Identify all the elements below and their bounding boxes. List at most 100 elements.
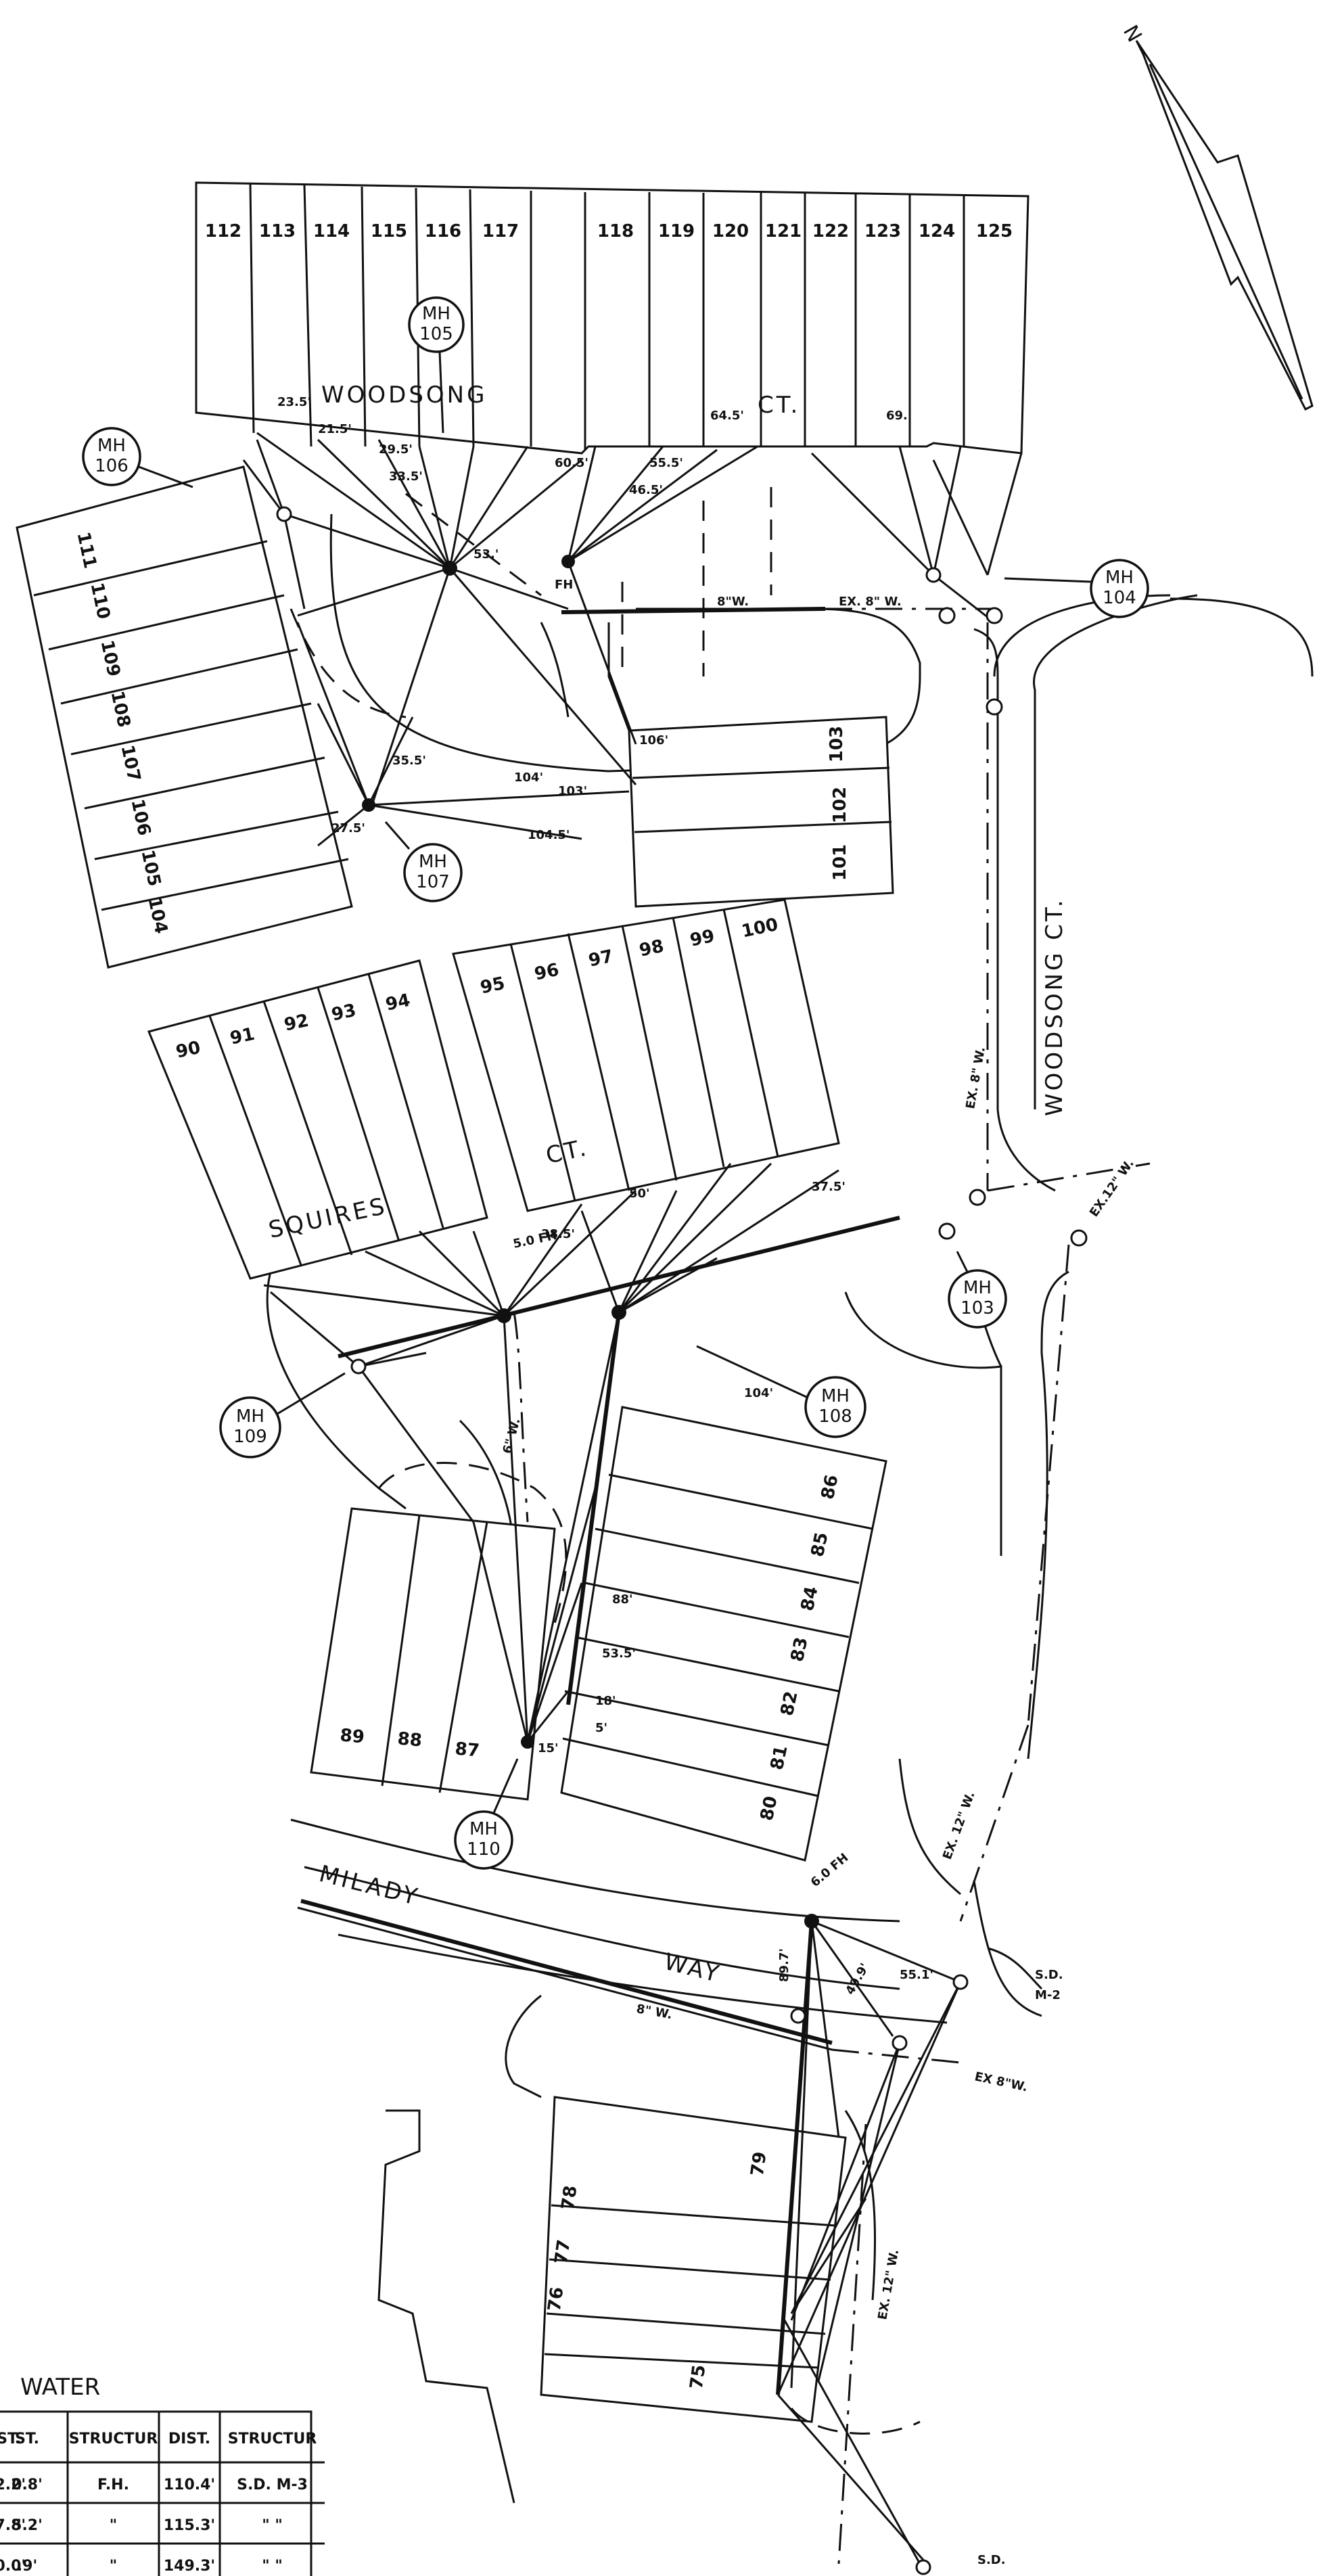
lots-101-103: 103 102 101 bbox=[628, 716, 894, 908]
lot-number: 86 bbox=[818, 1473, 843, 1502]
legend-cell-value: " " bbox=[262, 2558, 283, 2575]
manhole-104: MH 104 bbox=[1004, 559, 1149, 618]
lot-number: 101 bbox=[830, 844, 850, 881]
lot-number: 91 bbox=[229, 1024, 257, 1049]
dim-label: 23.5' bbox=[277, 395, 311, 409]
street-woodsong-side: WOODSONG CT. bbox=[1041, 897, 1068, 1116]
legend-cell-value: " bbox=[110, 2558, 117, 2575]
manhole-105-label-b: 105 bbox=[419, 324, 453, 344]
lot-number: 90 bbox=[175, 1038, 203, 1063]
manholes: MH 104 MH 105 MH 106 MH 107 MH 103 bbox=[82, 296, 1149, 1870]
lot-number: 113 bbox=[259, 221, 296, 242]
pipe-label-sd-m2-b: M-2 bbox=[1035, 1988, 1061, 2002]
legend-cell-value: 152.2' bbox=[0, 2477, 26, 2493]
legend-header: DIST. bbox=[0, 2431, 21, 2447]
dim-label: 55.1' bbox=[900, 1968, 933, 1982]
dim-label: 64.5' bbox=[710, 409, 744, 423]
legend-cell-value: 147.8' bbox=[0, 2517, 26, 2534]
lot-number: 96 bbox=[533, 960, 561, 985]
pipe-label-6w-mid: 6" W. bbox=[501, 1417, 524, 1455]
pipe-label-ex12-side: EX.12" W. bbox=[1087, 1157, 1137, 1220]
lot-number: 98 bbox=[638, 936, 666, 961]
manhole-108: MH 108 bbox=[696, 1345, 866, 1438]
manhole-107-label-b: 107 bbox=[416, 872, 450, 892]
dim-label: 53.5' bbox=[602, 1647, 636, 1661]
legend-cell-value: 0.8' bbox=[11, 2477, 43, 2493]
manhole-106-label-a: MH bbox=[97, 436, 126, 456]
water-legend: WATER ST.STRUCTURDIST.STRUCTURDIST.0.8'F… bbox=[0, 2374, 325, 2576]
dim-label: 29.5' bbox=[379, 442, 413, 457]
dim-label: 33.5' bbox=[389, 469, 423, 484]
manhole-108-label-a: MH bbox=[821, 1386, 850, 1406]
dim-label: 35.5' bbox=[392, 754, 426, 768]
legend-header: ST. bbox=[15, 2431, 39, 2447]
pipe-label-ex8-milady: EX 8"W. bbox=[973, 2069, 1029, 2094]
manhole-110: MH 110 bbox=[454, 1758, 519, 1870]
lot-number: 87 bbox=[454, 1739, 480, 1762]
pipe-label-8w-milady: 8" W. bbox=[635, 2002, 673, 2022]
pipe-label-fh-milady: 6.0 FH bbox=[808, 1851, 852, 1890]
lot-number: 121 bbox=[765, 221, 802, 242]
lot-number: 79 bbox=[747, 2150, 771, 2178]
dim-label: 50' bbox=[629, 1187, 650, 1201]
lot-number: 102 bbox=[830, 787, 850, 823]
water-mains bbox=[290, 487, 1151, 2564]
lot-number: 124 bbox=[919, 221, 955, 242]
lot-number: 115 bbox=[371, 221, 407, 242]
dim-label: 55.5' bbox=[649, 456, 683, 470]
dim-label: 104.5' bbox=[528, 828, 570, 842]
legend-cell-value: 120.0' bbox=[0, 2558, 26, 2575]
dim-label: 15' bbox=[538, 1741, 559, 1755]
lot-number: 78 bbox=[558, 2184, 582, 2211]
legend-cell-value: " " bbox=[262, 2517, 283, 2534]
street-milady: MILADY bbox=[317, 1860, 423, 1911]
network-nodes bbox=[276, 506, 1088, 2575]
lot-number: 116 bbox=[425, 221, 461, 242]
lot-number: 117 bbox=[482, 221, 519, 242]
street-milady-way: WAY bbox=[662, 1948, 724, 1988]
lot-number: 93 bbox=[330, 1001, 358, 1026]
legend-title: WATER bbox=[20, 2374, 100, 2401]
manhole-103-label-a: MH bbox=[963, 1278, 992, 1298]
manhole-103: MH 103 bbox=[948, 1251, 1007, 1329]
dim-label: 103' bbox=[558, 784, 587, 798]
lot-number: 77 bbox=[551, 2238, 575, 2266]
legend-header: STRUCTUR bbox=[69, 2431, 158, 2447]
manhole-104-label-a: MH bbox=[1105, 568, 1134, 588]
lot-number: 95 bbox=[479, 973, 507, 998]
north-arrow-label: N bbox=[1118, 22, 1147, 47]
pipe-label-ex12-bottom: EX. 12" W. bbox=[875, 2249, 902, 2321]
dim-label: 60.5' bbox=[555, 456, 588, 470]
pipe-label-sd-m2-a: S.D. bbox=[1035, 1968, 1063, 1982]
lot-number: 123 bbox=[864, 221, 901, 242]
manhole-109-label-b: 109 bbox=[233, 1427, 267, 1447]
lot-number: 88 bbox=[396, 1729, 423, 1751]
measurement-lines bbox=[242, 432, 1023, 2564]
pipe-label-8w-top: 8"W. bbox=[717, 595, 749, 609]
legend-cell-value: 149.3' bbox=[164, 2558, 215, 2575]
manhole-105: MH 105 bbox=[408, 296, 465, 434]
pipe-label-fh-top: FH bbox=[555, 578, 573, 592]
pipe-label-ex12-lower: EX. 12" W. bbox=[940, 1790, 978, 1862]
manhole-103-label-b: 103 bbox=[961, 1298, 994, 1318]
lot-number: 82 bbox=[777, 1690, 802, 1718]
legend-cell-value: .9' bbox=[17, 2558, 37, 2575]
dim-label: 5' bbox=[595, 1721, 607, 1735]
lot-number: 125 bbox=[976, 221, 1013, 242]
dimension-labels: 23.5' 21.5' 29.5' 33.5' 60.5' 55.5' 64.5… bbox=[277, 395, 933, 1998]
dim-label: 89.7' bbox=[777, 1948, 791, 1982]
lot-number: 89 bbox=[339, 1726, 365, 1748]
manhole-106: MH 106 bbox=[82, 427, 193, 488]
dim-label: 38.5' bbox=[541, 1227, 575, 1241]
manhole-107: MH 107 bbox=[384, 821, 463, 902]
legend-cell-value: F.H. bbox=[97, 2477, 129, 2493]
dim-label: 37.5' bbox=[812, 1180, 846, 1194]
lot-number: 76 bbox=[545, 2286, 568, 2313]
lot-number: 85 bbox=[808, 1531, 833, 1559]
lot-number: 103 bbox=[827, 726, 847, 762]
